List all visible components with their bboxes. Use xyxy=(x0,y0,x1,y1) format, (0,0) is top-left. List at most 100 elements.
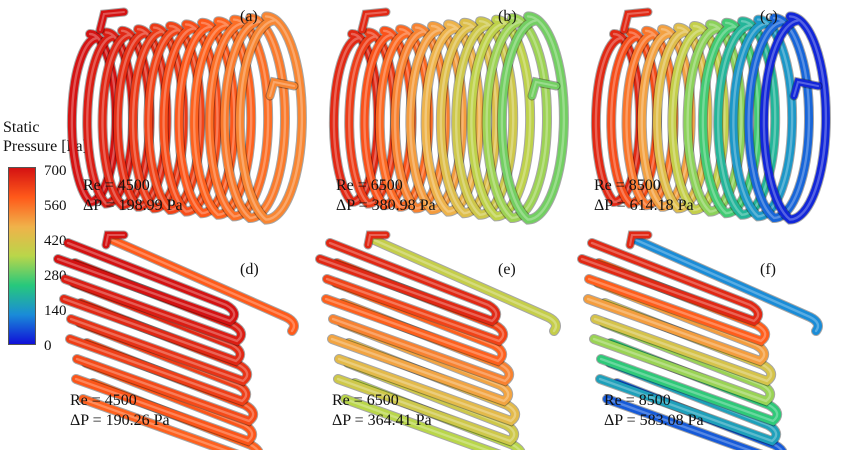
panel-d-serpentine-coil: (d) Re = 4500 ΔP = 190.26 Pa xyxy=(53,225,330,450)
tube-segment xyxy=(759,12,830,224)
tube-highlight xyxy=(370,237,558,333)
tube-highlight xyxy=(640,28,692,209)
pressure-colorbar xyxy=(8,167,36,345)
tube-highlight xyxy=(592,321,772,403)
tube-highlight xyxy=(208,18,270,218)
tube-highlight xyxy=(625,29,675,207)
tube-highlight xyxy=(655,26,709,210)
panel-label: (f) xyxy=(760,261,776,278)
tube-highlight xyxy=(318,241,498,323)
tube-segment xyxy=(467,15,535,221)
tube-segment xyxy=(54,239,239,326)
tube-segment xyxy=(729,15,797,221)
tube-segment xyxy=(106,235,298,335)
tube-highlight xyxy=(98,10,126,32)
tube-segment xyxy=(668,22,729,215)
tube-highlight xyxy=(378,28,430,209)
colorbar-tick: 420 xyxy=(44,233,67,249)
tube-highlight xyxy=(86,31,135,205)
tube-highlight xyxy=(63,261,243,343)
tube-highlight xyxy=(330,321,510,403)
tube-highlight xyxy=(762,15,828,221)
serpentine-coil-render xyxy=(577,230,823,450)
tube-highlight xyxy=(74,361,254,443)
tube-segment xyxy=(102,231,128,249)
serpentine-coil-render xyxy=(53,230,299,450)
pressure-drop: ΔP = 614.18 Pa xyxy=(594,197,694,214)
tube-segment xyxy=(345,28,399,208)
tube-highlight xyxy=(223,16,287,220)
tube-segment xyxy=(364,231,390,249)
tube-highlight xyxy=(605,381,783,450)
tube-highlight xyxy=(671,24,726,212)
pressure-drop: ΔP = 583.08 Pa xyxy=(604,412,704,429)
tube-segment xyxy=(266,77,298,100)
panel-a-helical-coil: (a) Re = 4500 ΔP = 198.99 Pa xyxy=(60,0,330,230)
tube-segment xyxy=(391,23,450,213)
tube-segment xyxy=(406,22,467,215)
colorbar-tick: 140 xyxy=(44,303,67,319)
tube-highlight xyxy=(622,10,650,32)
serpentine-coil-render xyxy=(315,230,561,450)
tube-highlight xyxy=(747,16,811,220)
tube-segment xyxy=(235,12,306,224)
tube-highlight xyxy=(325,261,505,343)
tube-segment xyxy=(790,77,822,100)
tube-segment xyxy=(205,15,273,221)
tube-highlight xyxy=(131,26,185,210)
pressure-drop: ΔP = 380.98 Pa xyxy=(336,197,436,214)
tube-highlight xyxy=(116,28,168,209)
tube-segment xyxy=(360,26,416,210)
tube-highlight xyxy=(587,261,767,343)
tube-highlight xyxy=(792,80,820,98)
panel-caption: Re = 8500 ΔP = 583.08 Pa xyxy=(604,391,704,431)
tube-highlight xyxy=(343,381,521,450)
tube-highlight xyxy=(56,241,236,323)
tube-highlight xyxy=(363,29,413,207)
colorbar-tick: 0 xyxy=(44,338,52,354)
tube-segment xyxy=(653,23,712,213)
pressure-drop: ΔP = 190.26 Pa xyxy=(70,412,170,429)
tube-segment xyxy=(60,279,245,366)
tube-highlight xyxy=(409,24,464,212)
tube-segment xyxy=(220,14,289,223)
tube-segment xyxy=(316,239,501,326)
tube-highlight xyxy=(101,29,151,207)
tube-highlight xyxy=(586,281,766,363)
tube-segment xyxy=(61,259,246,346)
tube-segment xyxy=(590,319,775,406)
tube-segment xyxy=(113,25,171,211)
tube-segment xyxy=(482,14,551,223)
tube-highlight xyxy=(732,18,794,218)
tube-highlight xyxy=(268,80,296,98)
tube-highlight xyxy=(68,321,248,403)
tube-segment xyxy=(528,77,560,100)
tube-highlight xyxy=(593,301,773,383)
tube-segment xyxy=(637,25,695,211)
tube-highlight xyxy=(75,341,255,423)
tube-segment xyxy=(375,25,433,211)
tube-segment xyxy=(607,28,661,208)
tube-segment xyxy=(620,8,652,34)
tube-segment xyxy=(79,379,263,450)
pressure-drop: ΔP = 364.41 Pa xyxy=(332,412,432,429)
tube-segment xyxy=(67,299,252,386)
panel-label: (b) xyxy=(498,8,517,25)
tube-highlight xyxy=(580,241,760,323)
panel-caption: Re = 8500 ΔP = 614.18 Pa xyxy=(594,176,694,216)
tube-segment xyxy=(322,279,507,366)
panel-label: (d) xyxy=(240,261,259,278)
tube-highlight xyxy=(599,341,779,423)
tube-segment xyxy=(591,299,776,386)
tube-highlight xyxy=(530,80,558,98)
tube-highlight xyxy=(470,18,532,218)
tube-segment xyxy=(622,26,678,210)
panel-caption: Re = 6500 ΔP = 380.98 Pa xyxy=(336,176,436,216)
tube-highlight xyxy=(366,233,388,247)
tube-segment xyxy=(603,379,787,450)
tube-highlight xyxy=(147,24,202,212)
tube-segment xyxy=(328,319,513,406)
helical-coil-render xyxy=(328,7,569,225)
tube-highlight xyxy=(632,237,820,333)
tube-highlight xyxy=(348,31,397,205)
